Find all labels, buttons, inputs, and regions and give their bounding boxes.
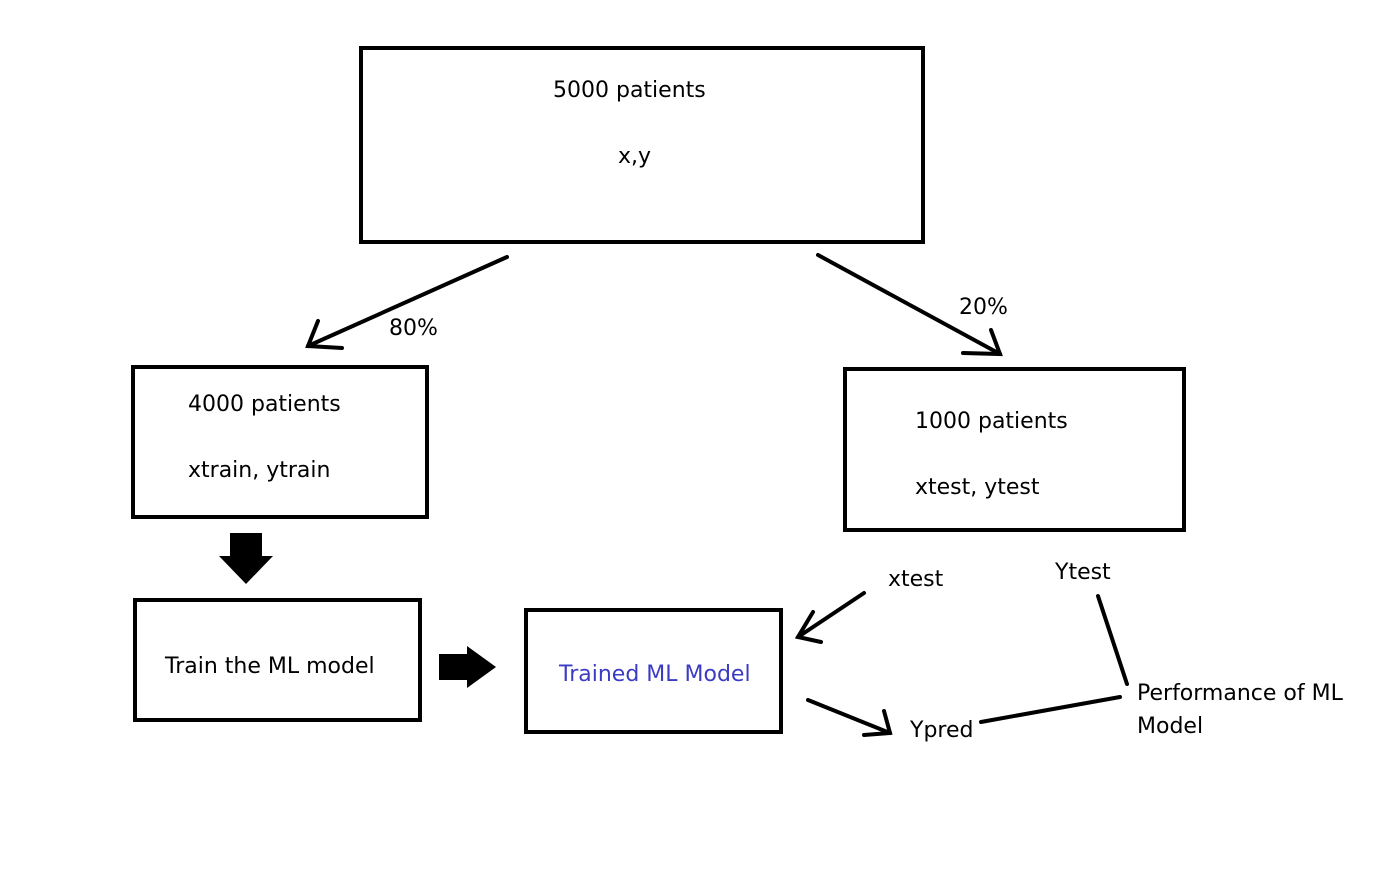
- performance-label-line1: Performance of ML: [1137, 681, 1343, 706]
- test-set-variables: xtest, ytest: [915, 475, 1040, 500]
- test-split-label: 20%: [959, 295, 1008, 320]
- train-model-box: Train the ML model: [133, 598, 422, 722]
- train-model-label: Train the ML model: [165, 654, 375, 679]
- test-set-box: 1000 patients xtest, ytest: [843, 367, 1186, 532]
- test-set-count: 1000 patients: [915, 409, 1068, 434]
- trained-model-label: Trained ML Model: [559, 662, 751, 687]
- block-arrow-down: [219, 533, 273, 584]
- split-arrow-test: [816, 253, 1003, 357]
- all-patients-count: 5000 patients: [553, 78, 706, 103]
- trained-model-box: Trained ML Model: [524, 608, 783, 734]
- train-split-label: 80%: [389, 316, 438, 341]
- split-arrow-train: [305, 255, 509, 350]
- train-set-count: 4000 patients: [188, 392, 341, 417]
- ypred-arrow: [806, 698, 893, 737]
- train-set-variables: xtrain, ytrain: [188, 458, 331, 483]
- block-arrow-right: [439, 646, 496, 688]
- ypred-performance-line: [979, 695, 1122, 724]
- xtest-label: xtest: [888, 567, 944, 592]
- xtest-arrow: [794, 591, 866, 644]
- ytest-label: Ytest: [1055, 560, 1111, 585]
- performance-label-line2: Model: [1137, 714, 1204, 739]
- all-patients-variables: x,y: [618, 144, 652, 169]
- train-set-box: 4000 patients xtrain, ytrain: [131, 365, 429, 519]
- ypred-label: Ypred: [910, 718, 974, 743]
- all-patients-box: 5000 patients x,y: [359, 46, 925, 244]
- ytest-performance-line: [1096, 594, 1129, 686]
